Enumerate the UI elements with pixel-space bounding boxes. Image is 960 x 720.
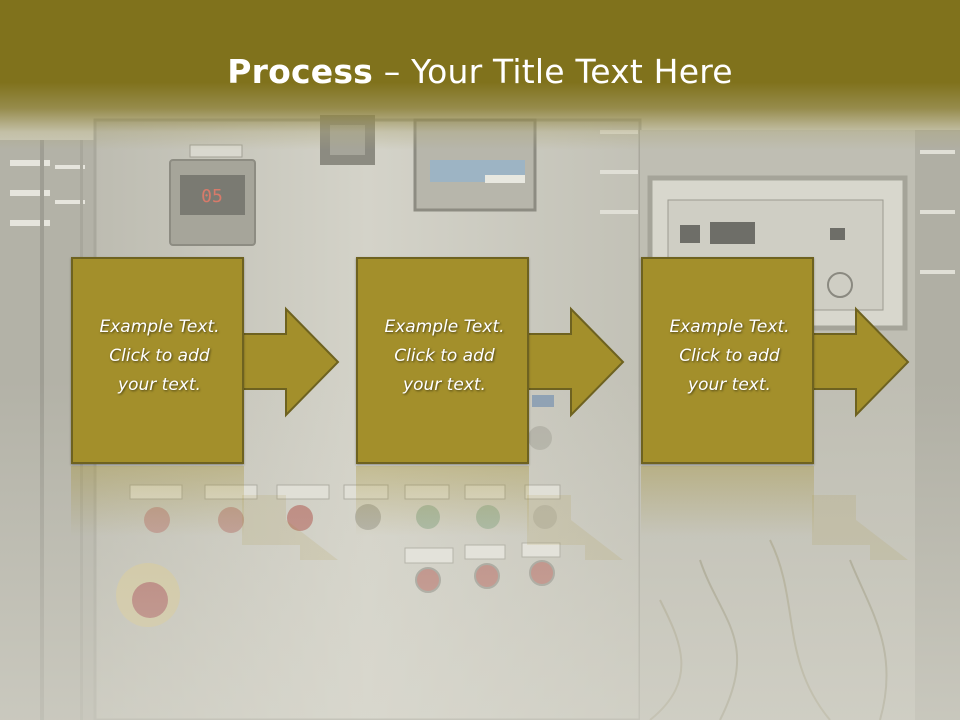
step-3-line-3: your text. xyxy=(688,375,771,395)
step-1-text: Example Text. Click to add your text. xyxy=(73,313,246,400)
step-2-line-3: your text. xyxy=(403,375,486,395)
step-1-line-3: your text. xyxy=(118,375,201,395)
title-rest: – Your Title Text Here xyxy=(373,52,733,91)
step-2-reflection xyxy=(356,466,529,536)
step-2-text: Example Text. Click to add your text. xyxy=(358,313,531,400)
step-1-reflection xyxy=(71,466,244,536)
step-2-line-2: Click to add xyxy=(394,346,495,366)
step-1-line-1: Example Text. xyxy=(99,317,220,337)
step-3-line-2: Click to add xyxy=(679,346,780,366)
meter-readout: 05 xyxy=(201,186,223,207)
process-step-2[interactable]: Example Text. Click to add your text. xyxy=(356,257,529,464)
step-1-line-2: Click to add xyxy=(109,346,210,366)
slide-title[interactable]: Process – Your Title Text Here xyxy=(0,52,960,91)
arrow-3-icon xyxy=(811,306,910,418)
process-step-1[interactable]: Example Text. Click to add your text. xyxy=(71,257,244,464)
step-3-text: Example Text. Click to add your text. xyxy=(643,313,816,400)
step-3-reflection xyxy=(641,466,814,536)
arrow-2-icon xyxy=(526,306,625,418)
title-bold: Process xyxy=(227,52,374,91)
step-2-line-1: Example Text. xyxy=(384,317,505,337)
title-band xyxy=(0,0,960,150)
arrow-1-icon xyxy=(241,306,340,418)
step-3-line-1: Example Text. xyxy=(669,317,790,337)
process-step-3[interactable]: Example Text. Click to add your text. xyxy=(641,257,814,464)
